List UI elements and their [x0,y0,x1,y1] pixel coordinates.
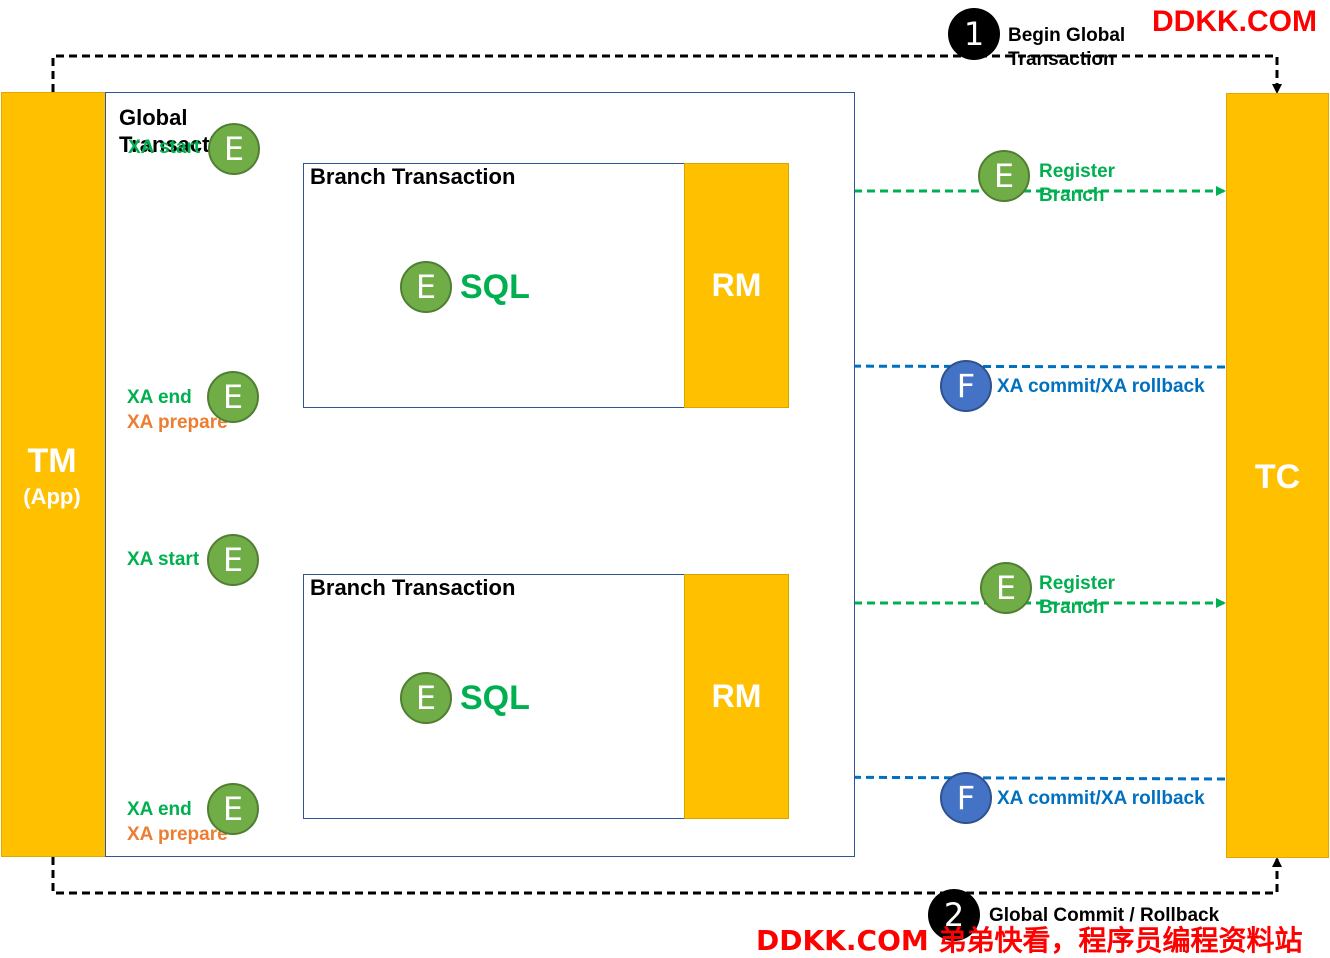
register-label-1a: Register [1039,161,1116,182]
global-transaction-label: Global Transaction [119,105,219,154]
step-1-badge: 1 [948,8,1000,60]
sql-marker-icon-2: E [400,672,452,724]
sql-label-1: SQL [460,268,530,306]
commit-marker-icon-2: F [940,772,992,824]
xa-start-label-1: XA start [128,137,201,158]
tc-participant [1226,93,1329,858]
branch-title-2: Branch Transaction [310,575,516,600]
begin-global-label-b: Transaction [1008,49,1115,70]
rm-1: RM [684,163,789,408]
register-label-1b: Branch [1039,185,1105,206]
rm-2: RM [684,574,789,819]
xa-end-marker-icon-2: E [207,783,259,835]
xa-start-label-2: XA start [127,549,200,570]
register-marker-icon-2: E [980,562,1032,614]
xa-start-marker-icon-2: E [207,534,259,586]
xa-prepare-label-1: XA prepare [127,412,228,433]
sql-label-2: SQL [460,679,530,717]
commit-label-1: XA commit/XA rollback [997,376,1205,397]
tc-title: TC [1254,458,1301,496]
branch-title-1: Branch Transaction [310,164,516,189]
commit-marker-icon-1: F [940,360,992,412]
step-2-badge: 2 [928,889,980,941]
sql-marker-icon-1: E [400,261,452,313]
branch-transaction-box-2 [303,574,685,819]
global-commit-label: Global Commit / Rollback [989,905,1220,926]
register-marker-icon-1: E [978,150,1030,202]
watermark-bottom: DDKK.COM 弟弟快看，程序员编程资料站 [756,924,1303,957]
global-commit-path [51,857,1282,895]
tm-subtitle: (App) [23,484,81,509]
commit-arrow-1 [788,361,1226,372]
register-label-2a: Register [1039,573,1116,594]
xa-end-label-2: XA end [127,799,192,820]
commit-label-2: XA commit/XA rollback [997,788,1205,809]
tm-title: TM [27,442,77,480]
xa-end-marker-icon-1: E [207,371,259,423]
branch-transaction-box-1 [303,163,685,408]
register-label-2b: Branch [1039,597,1105,618]
watermark-top: DDKK.COM [1152,5,1317,38]
begin-global-label-a: Begin Global [1008,25,1126,46]
commit-arrow-2 [788,772,1226,783]
xa-prepare-label-2: XA prepare [127,824,228,845]
begin-global-path [51,54,1282,94]
xa-end-label-1: XA end [127,387,192,408]
xa-start-marker-icon-1: E [208,123,260,175]
